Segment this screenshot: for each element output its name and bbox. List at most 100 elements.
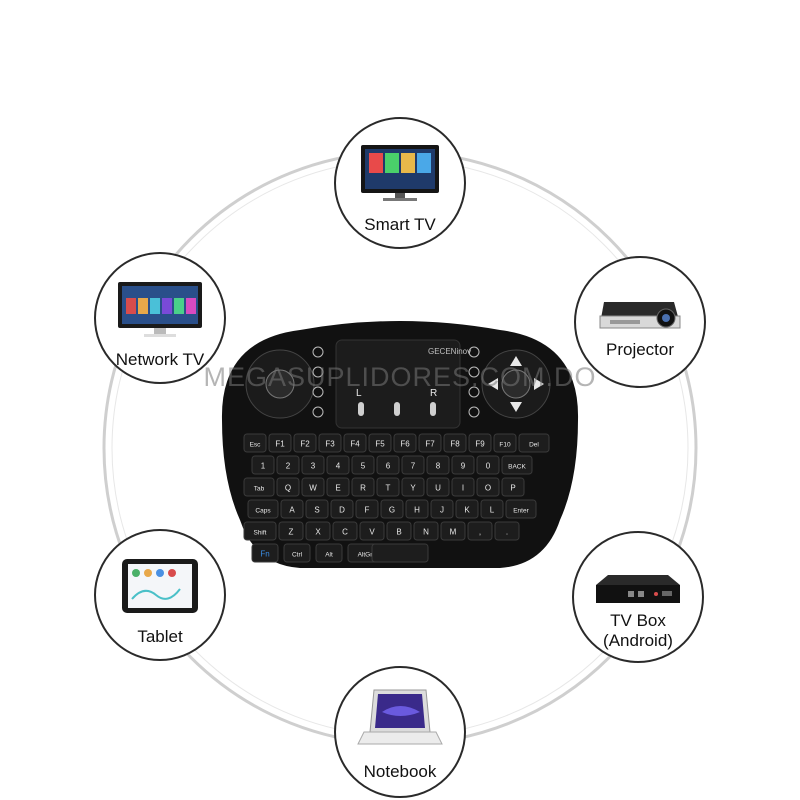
key-space[interactable]	[371, 543, 429, 563]
key-6[interactable]	[376, 455, 400, 475]
key-f4[interactable]	[343, 433, 367, 453]
key-label: K	[464, 506, 470, 515]
key-f10[interactable]	[493, 433, 517, 453]
key-h[interactable]	[405, 499, 429, 519]
key-n[interactable]	[413, 521, 439, 541]
media-icon[interactable]	[312, 406, 324, 418]
key-label: Y	[410, 484, 416, 493]
key-a[interactable]	[280, 499, 304, 519]
key-f1[interactable]	[268, 433, 292, 453]
key-label: A	[289, 506, 295, 515]
key-j[interactable]	[430, 499, 454, 519]
key-label: 6	[386, 462, 391, 471]
key-label: W	[309, 484, 317, 493]
key-x[interactable]	[305, 521, 331, 541]
ok-button[interactable]	[501, 369, 531, 399]
key-f6[interactable]	[393, 433, 417, 453]
key-3[interactable]	[301, 455, 325, 475]
key-s[interactable]	[305, 499, 329, 519]
key-shift[interactable]	[243, 521, 277, 541]
key-label: 0	[486, 462, 491, 471]
key-label: 7	[411, 462, 416, 471]
key-f5[interactable]	[368, 433, 392, 453]
key-del[interactable]	[518, 433, 550, 453]
key-[interactable]	[494, 521, 520, 541]
key-f2[interactable]	[293, 433, 317, 453]
key-f3[interactable]	[318, 433, 342, 453]
key-5[interactable]	[351, 455, 375, 475]
key-w[interactable]	[301, 477, 325, 497]
key-c[interactable]	[332, 521, 358, 541]
key-label: N	[423, 528, 429, 537]
key-1[interactable]	[251, 455, 275, 475]
key-esc[interactable]	[243, 433, 267, 453]
browser-icon[interactable]	[468, 366, 480, 378]
node-tablet: Tablet	[94, 529, 226, 661]
key-l[interactable]	[480, 499, 504, 519]
key-4[interactable]	[326, 455, 350, 475]
mail-icon[interactable]	[468, 386, 480, 398]
key-q[interactable]	[276, 477, 300, 497]
key-f[interactable]	[355, 499, 379, 519]
key-0[interactable]	[476, 455, 500, 475]
key-p[interactable]	[501, 477, 525, 497]
key-o[interactable]	[476, 477, 500, 497]
key-back[interactable]	[501, 455, 533, 475]
tv-box-label-line1: TV Box	[610, 611, 666, 630]
key-i[interactable]	[451, 477, 475, 497]
mute-icon[interactable]	[312, 366, 324, 378]
key-ctrl[interactable]	[283, 543, 311, 563]
key-label: Z	[289, 528, 294, 537]
key-7[interactable]	[401, 455, 425, 475]
tv-box-label-line2: (Android)	[603, 631, 673, 650]
key-m[interactable]	[440, 521, 466, 541]
key-z[interactable]	[278, 521, 304, 541]
key-label: X	[315, 528, 321, 537]
key-label: M	[450, 528, 457, 537]
key-2[interactable]	[276, 455, 300, 475]
key-d[interactable]	[330, 499, 354, 519]
key-tab[interactable]	[243, 477, 275, 497]
key-label: F6	[400, 440, 410, 449]
key-enter[interactable]	[505, 499, 537, 519]
touchpad[interactable]	[335, 339, 461, 429]
key-r[interactable]	[351, 477, 375, 497]
key-label: F	[365, 506, 370, 515]
key-y[interactable]	[401, 477, 425, 497]
arrow-right-icon	[534, 378, 544, 390]
key-label: F3	[325, 440, 335, 449]
key-alt[interactable]	[315, 543, 343, 563]
key-fn[interactable]	[251, 543, 279, 563]
smart-tv-label: Smart TV	[364, 215, 436, 234]
projector-icon	[599, 302, 681, 329]
key-f9[interactable]	[468, 433, 492, 453]
key-f7[interactable]	[418, 433, 442, 453]
key-label: F1	[275, 440, 285, 449]
search-icon[interactable]	[468, 346, 480, 358]
key-u[interactable]	[426, 477, 450, 497]
home-icon[interactable]	[312, 346, 324, 358]
key-caps[interactable]	[247, 499, 279, 519]
key-g[interactable]	[380, 499, 404, 519]
key-f8[interactable]	[443, 433, 467, 453]
key-t[interactable]	[376, 477, 400, 497]
key-label: Alt	[325, 552, 333, 559]
key-label: 5	[361, 462, 366, 471]
key-v[interactable]	[359, 521, 385, 541]
projector-label: Projector	[605, 340, 675, 359]
node-projector: Projector	[574, 256, 706, 388]
key-label: F4	[350, 440, 360, 449]
key-e[interactable]	[326, 477, 350, 497]
volume-icon[interactable]	[312, 386, 324, 398]
back-icon[interactable]	[468, 406, 480, 418]
key-label: V	[369, 528, 375, 537]
key-k[interactable]	[455, 499, 479, 519]
key-b[interactable]	[386, 521, 412, 541]
tv-box-icon	[596, 575, 680, 603]
key-8[interactable]	[426, 455, 450, 475]
key-label: Tab	[254, 486, 265, 493]
key-9[interactable]	[451, 455, 475, 475]
key-[interactable]	[467, 521, 493, 541]
brand-logo: GECENinov	[428, 347, 471, 356]
key-label: E	[335, 484, 340, 493]
